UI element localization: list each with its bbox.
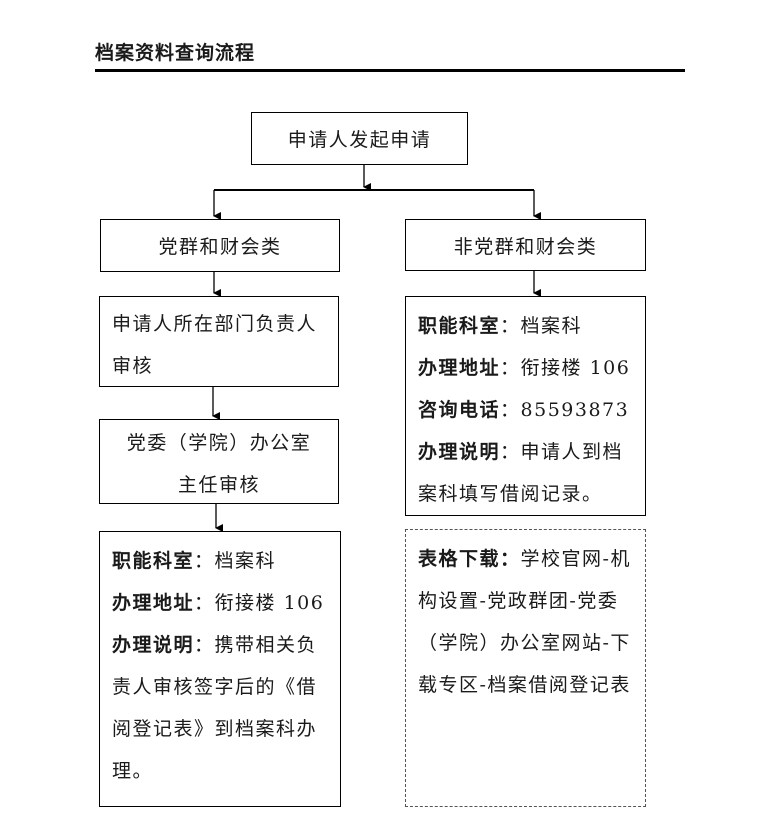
right-download-value: 学校官网-机构设置-党政群团-党委（学院）办公室网站-下载专区-档案借阅登记表: [418, 548, 631, 696]
left-dept-row: 职能科室：档案科: [112, 550, 277, 572]
left-dept-label: 职能科室: [112, 550, 195, 572]
left-note-label: 办理说明: [112, 634, 195, 656]
right-download-row: 表格下载：学校官网-机构设置-党政群团-党委（学院）办公室网站-下载专区-档案借…: [418, 548, 631, 696]
right-addr-label: 办理地址: [418, 357, 501, 379]
right-download-label: 表格下载: [418, 548, 501, 570]
left-step1-node: 申请人所在部门负责人审核: [99, 296, 339, 387]
right-category-label: 非党群和财会类: [453, 235, 598, 258]
left-addr-row: 办理地址：衔接楼 106: [112, 592, 325, 614]
left-step1-label: 申请人所在部门负责人审核: [112, 313, 318, 377]
left-category-node: 党群和财会类: [100, 219, 340, 272]
right-phone-value: 85593873: [520, 399, 630, 421]
left-category-label: 党群和财会类: [158, 236, 282, 258]
start-node-label: 申请人发起申请: [287, 129, 432, 151]
right-dept-label: 职能科室: [418, 315, 501, 337]
left-step2-line1: 党委（学院）办公室: [126, 432, 312, 454]
left-info-node: 职能科室：档案科 办理地址：衔接楼 106 办理说明：携带相关负责人审核签字后的…: [99, 531, 341, 807]
right-phone-label: 咨询电话: [418, 399, 501, 421]
start-node: 申请人发起申请: [251, 112, 468, 165]
left-step2-node: 党委（学院）办公室 主任审核: [99, 419, 339, 504]
title-underline: [95, 69, 685, 72]
left-addr-value: 衔接楼 106: [214, 592, 325, 614]
right-download-node: 表格下载：学校官网-机构设置-党政群团-党委（学院）办公室网站-下载专区-档案借…: [405, 529, 646, 807]
right-dept-value: 档案科: [520, 315, 583, 337]
right-addr-value: 衔接楼 106: [520, 357, 631, 379]
left-addr-label: 办理地址: [112, 592, 195, 614]
left-step2-line2: 主任审核: [177, 474, 260, 496]
left-note-row: 办理说明：携带相关负责人审核签字后的《借阅登记表》到档案科办理。: [112, 634, 318, 782]
right-note-row: 办理说明：申请人到档案科填写借阅记录。: [418, 441, 624, 505]
right-note-value: 申请人到档案科填写借阅记录。: [418, 441, 624, 505]
page-title: 档案资料查询流程: [95, 42, 256, 64]
right-info-node: 职能科室：档案科 办理地址：衔接楼 106 咨询电话：85593873 办理说明…: [405, 296, 646, 516]
right-phone-row: 咨询电话：85593873: [418, 399, 630, 421]
right-addr-row: 办理地址：衔接楼 106: [418, 357, 631, 379]
right-note-label: 办理说明: [418, 441, 501, 463]
right-category-node: 非党群和财会类: [405, 219, 646, 271]
left-dept-value: 档案科: [214, 550, 277, 572]
left-note-value: 携带相关负责人审核签字后的《借阅登记表》到档案科办理。: [112, 634, 318, 782]
right-dept-row: 职能科室：档案科: [418, 315, 583, 337]
